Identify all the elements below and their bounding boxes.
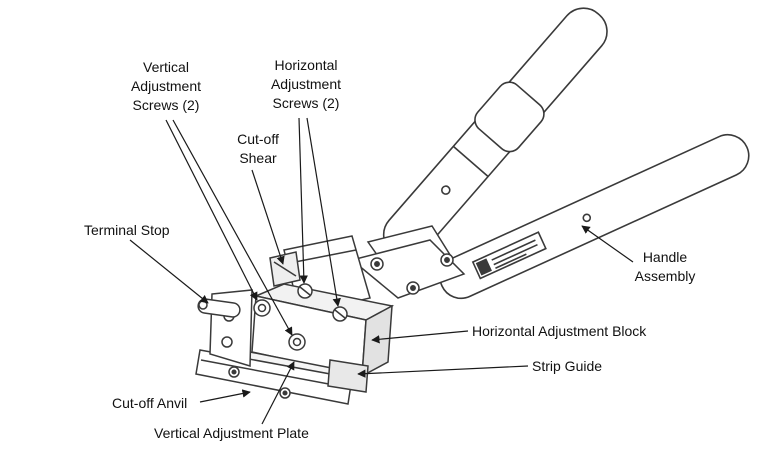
leader-vertical-adjustment-plate	[261, 361, 295, 425]
horizontal-adjustment-screw-2	[332, 306, 348, 322]
leader-vertical-screws-1	[165, 119, 258, 301]
leader-vertical-screws-2	[172, 119, 293, 336]
leader-horizontal-adjustment-block	[371, 330, 469, 344]
leader-horizontal-screws-2	[306, 117, 341, 307]
leader-cut-off-anvil	[199, 389, 251, 403]
label-vertical-adjustment-plate: Vertical Adjustment Plate	[154, 425, 309, 441]
label-strip-guide: Strip Guide	[532, 358, 603, 374]
leader-handle-assembly	[581, 225, 634, 263]
leader-terminal-stop	[129, 239, 209, 304]
pivot-linkage	[350, 225, 466, 299]
brand-plate	[471, 231, 547, 280]
label-horizontal-adjustment-screws: Horizontal Adjustment Screws (2)	[270, 57, 342, 111]
lower-handle	[439, 133, 750, 300]
horizontal-adjustment-screw-1	[297, 283, 313, 299]
cut-off-anvil-part	[195, 349, 353, 405]
vertical-adjustment-screw-2	[288, 333, 306, 351]
label-vertical-adjustment-screws: Vertical Adjustment Screws (2)	[130, 59, 202, 113]
cut-off-shear-part	[269, 251, 301, 287]
label-terminal-stop: Terminal Stop	[84, 222, 170, 238]
upper-handle	[382, 7, 608, 259]
label-handle-assembly: Handle Assembly	[634, 249, 696, 284]
leader-lines	[129, 117, 634, 425]
leader-cut-off-shear	[251, 169, 285, 265]
label-cut-off-anvil: Cut-off Anvil	[112, 395, 188, 411]
label-horizontal-adjustment-block: Horizontal Adjustment Block	[472, 323, 647, 339]
leader-horizontal-screws-1	[298, 117, 308, 284]
vertical-adjustment-screw-1	[253, 299, 271, 317]
leader-strip-guide	[357, 365, 529, 378]
strip-guide-part	[327, 359, 369, 393]
label-cut-off-shear: Cut-off Shear	[237, 131, 279, 166]
